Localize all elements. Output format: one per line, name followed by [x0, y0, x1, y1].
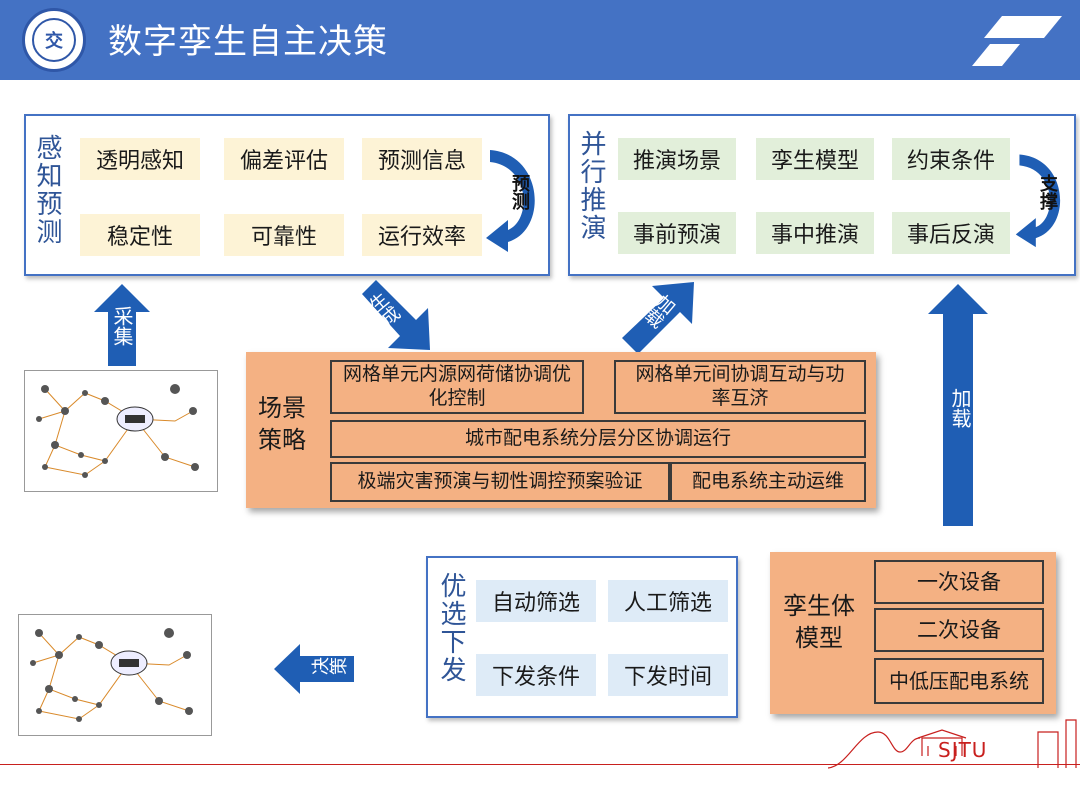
twin-model-title-text: 孪生体模型 [783, 592, 855, 653]
chip-dispatch-condition: 下发条件 [476, 654, 596, 696]
strategy-box-disaster-rehearsal: 极端灾害预演与韧性调控预案验证 [330, 462, 670, 502]
university-logo: 交 [22, 8, 86, 72]
network-diagram-bottom [18, 614, 212, 736]
strategy-box-layered-operation: 城市配电系统分层分区协调运行 [330, 420, 866, 458]
footer-brand: SJTU [938, 738, 988, 762]
twin-secondary-equipment: 二次设备 [874, 608, 1044, 652]
strategy-box-active-maintenance: 配电系统主动运维 [670, 462, 866, 502]
strategy-title-text: 场景策略 [258, 394, 306, 455]
left-arrow-icon [274, 644, 354, 694]
chip-transparent-perception: 透明感知 [80, 138, 200, 180]
perception-panel: 感知预测 透明感知 偏差评估 预测信息 稳定性 可靠性 运行效率 预测 [24, 114, 550, 276]
arrow-label-load-vertical: 加载 [948, 388, 972, 428]
curved-arrow-icon [486, 150, 535, 252]
twin-model-title: 孪生体模型 [776, 590, 862, 655]
parallel-title: 并行推演 [576, 130, 606, 242]
footer-line [0, 764, 1080, 765]
footer-skyline-icon [828, 719, 1077, 769]
logo-emblem: 交 [32, 18, 76, 62]
strategy-block: 场景策略 网格单元内源网荷储协调优化控制 网格单元间协调互动与功率互济 城市配电… [246, 352, 876, 508]
curve-label-predict: 预测 [509, 174, 530, 210]
chip-reliability: 可靠性 [224, 214, 344, 256]
chip-in-event-deduction: 事中推演 [756, 212, 874, 254]
chip-pre-rehearsal: 事前预演 [618, 212, 736, 254]
network-topology-icon [36, 384, 199, 478]
arrow-label-collect: 采集 [110, 306, 134, 346]
up-arrow-icon [94, 284, 150, 366]
chip-twin-model: 孪生模型 [756, 138, 874, 180]
perception-title: 感知预测 [32, 134, 62, 246]
chip-auto-filter: 自动筛选 [476, 580, 596, 622]
network-topology-icon [30, 628, 193, 722]
chip-dispatch-time: 下发时间 [608, 654, 728, 696]
strategy-box-inter-grid: 网格单元间协调互动与功率互济 [614, 360, 866, 414]
corner-logo-icon [972, 16, 1062, 66]
arrow-label-decide: 决策 [311, 657, 347, 678]
strategy-box-intra-grid: 网格单元内源网荷储协调优化控制 [330, 360, 584, 414]
diagonal-arrow-down-icon [362, 280, 430, 350]
parallel-panel: 并行推演 推演场景 孪生模型 约束条件 事前预演 事中推演 事后反演 支撑 [568, 114, 1076, 276]
header-band [0, 0, 1080, 80]
chip-prediction-info: 预测信息 [362, 138, 482, 180]
tall-up-arrow-icon [928, 284, 988, 526]
network-diagram-top [24, 370, 218, 492]
chip-post-inversion: 事后反演 [892, 212, 1010, 254]
chip-deviation-assessment: 偏差评估 [224, 138, 344, 180]
chip-stability: 稳定性 [80, 214, 200, 256]
curved-arrow-icon [1015, 154, 1061, 248]
chip-deduction-scenario: 推演场景 [618, 138, 736, 180]
page-title: 数字孪生自主决策 [108, 22, 388, 62]
twin-model-block: 孪生体模型 一次设备 二次设备 中低压配电系统 [770, 552, 1056, 714]
chip-operation-efficiency: 运行效率 [362, 214, 482, 256]
twin-primary-equipment: 一次设备 [874, 560, 1044, 604]
strategy-title: 场景策略 [258, 392, 318, 457]
chip-manual-filter: 人工筛选 [608, 580, 728, 622]
diagonal-arrow-up-icon [622, 282, 694, 354]
selection-panel: 优选下发 自动筛选 人工筛选 下发条件 下发时间 [426, 556, 738, 718]
curve-label-support: 支撑 [1037, 174, 1058, 210]
twin-mv-lv-distribution: 中低压配电系统 [874, 658, 1044, 704]
selection-title: 优选下发 [436, 572, 466, 684]
chip-constraints: 约束条件 [892, 138, 1010, 180]
